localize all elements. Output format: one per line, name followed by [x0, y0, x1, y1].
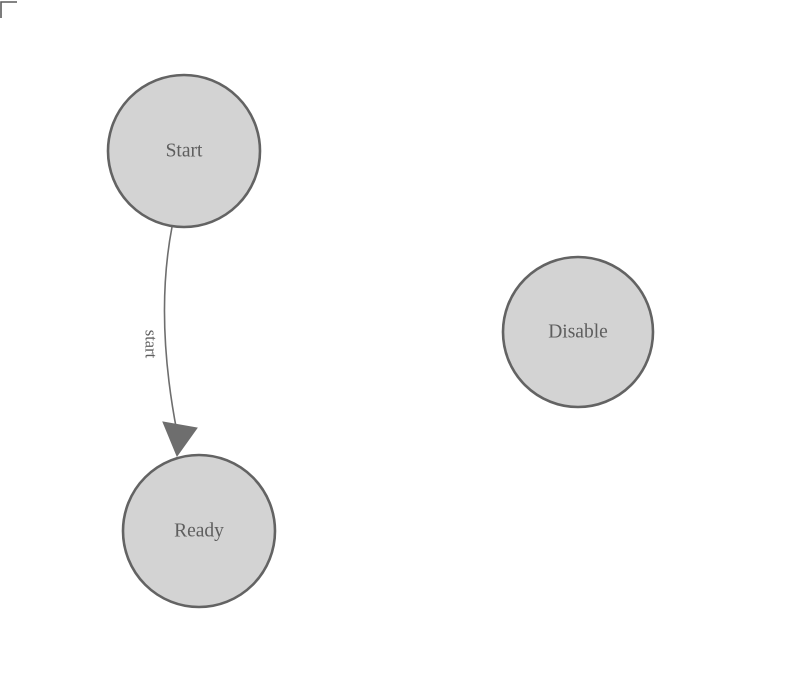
node-ready-label: Ready [174, 521, 224, 542]
node-disable[interactable]: Disable [501, 255, 655, 409]
arrowhead-icon [162, 421, 198, 458]
node-start[interactable]: Start [106, 73, 262, 229]
edge-start-to-ready[interactable]: start [142, 226, 198, 458]
node-ready[interactable]: Ready [121, 453, 277, 609]
node-ready-circle[interactable] [121, 453, 277, 609]
node-start-label: Start [166, 141, 203, 162]
edge-label-start: start [142, 330, 161, 359]
node-start-circle[interactable] [106, 73, 262, 229]
node-disable-circle[interactable] [501, 255, 655, 409]
viewport-corner-mark-icon [0, 1, 17, 18]
edge-path-start-to-ready [163, 226, 178, 433]
node-disable-label: Disable [548, 322, 608, 343]
